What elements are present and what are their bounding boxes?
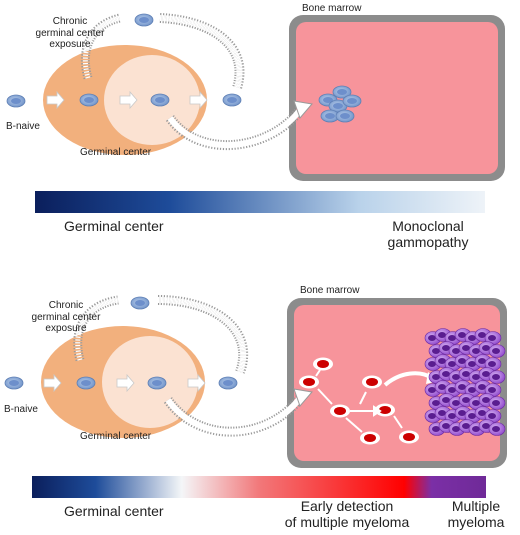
b-cell bbox=[76, 376, 96, 390]
bar-right-label: Multiple myeloma bbox=[447, 498, 505, 531]
myeloma-cells-red bbox=[299, 357, 419, 445]
b-cell bbox=[4, 376, 24, 390]
b-naive-label: B-naive bbox=[6, 121, 40, 132]
arrow-head-icon bbox=[293, 100, 313, 119]
red-cell bbox=[375, 403, 395, 417]
germinal-center-label: Germinal center bbox=[80, 431, 152, 442]
red-cell bbox=[330, 404, 350, 418]
b-cell bbox=[79, 93, 99, 107]
b-cell bbox=[147, 376, 167, 390]
purple-cell bbox=[488, 370, 506, 384]
arrow-head-icon bbox=[293, 388, 313, 407]
bone-marrow-label: Bone marrow bbox=[300, 285, 360, 296]
purple-cell bbox=[488, 344, 506, 358]
progression-bar-bottom bbox=[32, 476, 486, 498]
b-naive-label: B-naive bbox=[4, 404, 38, 415]
bar-left-label: Germinal center bbox=[64, 503, 164, 519]
red-cell bbox=[313, 357, 333, 371]
bone-marrow-label: Bone marrow bbox=[302, 3, 362, 14]
progression-bar-top bbox=[35, 191, 485, 213]
germinal-center-label: Germinal center bbox=[80, 147, 152, 158]
purple-cell bbox=[464, 409, 482, 423]
red-cell bbox=[299, 375, 319, 389]
arrow-icon bbox=[189, 90, 208, 110]
bottom-panel bbox=[4, 295, 507, 498]
b-cell bbox=[150, 93, 170, 107]
b-cell bbox=[6, 94, 26, 108]
b-cell bbox=[218, 376, 238, 390]
red-cell bbox=[399, 430, 419, 444]
arrow-icon bbox=[46, 90, 65, 110]
red-cell bbox=[360, 431, 380, 445]
b-cell bbox=[222, 93, 242, 107]
bar-left-label: Germinal center bbox=[64, 218, 164, 234]
chronic-exposure-label: Chronic germinal center exposure bbox=[31, 300, 101, 334]
b-cell-cluster bbox=[318, 85, 362, 123]
bone-marrow-interior bbox=[296, 22, 498, 174]
chronic-exposure-label: Chronic germinal center exposure bbox=[35, 16, 105, 50]
b-cell bbox=[134, 13, 154, 27]
top-panel bbox=[6, 13, 505, 213]
b-cell bbox=[130, 296, 150, 310]
purple-cell bbox=[488, 396, 506, 410]
purple-cell bbox=[484, 357, 502, 371]
bar-middle-label: Early detection of multiple myeloma bbox=[284, 498, 410, 531]
myeloma-mass-purple bbox=[424, 328, 506, 436]
red-cell bbox=[362, 375, 382, 389]
arrow-icon bbox=[116, 373, 135, 393]
arrow-icon bbox=[119, 90, 138, 110]
red-cell-arrows bbox=[315, 369, 403, 433]
arrow-icon bbox=[43, 373, 62, 393]
purple-cell bbox=[468, 422, 486, 436]
bar-right-label: Monoclonal gammopathy bbox=[387, 218, 469, 251]
arrow-icon bbox=[187, 373, 206, 393]
purple-cell bbox=[488, 422, 506, 436]
